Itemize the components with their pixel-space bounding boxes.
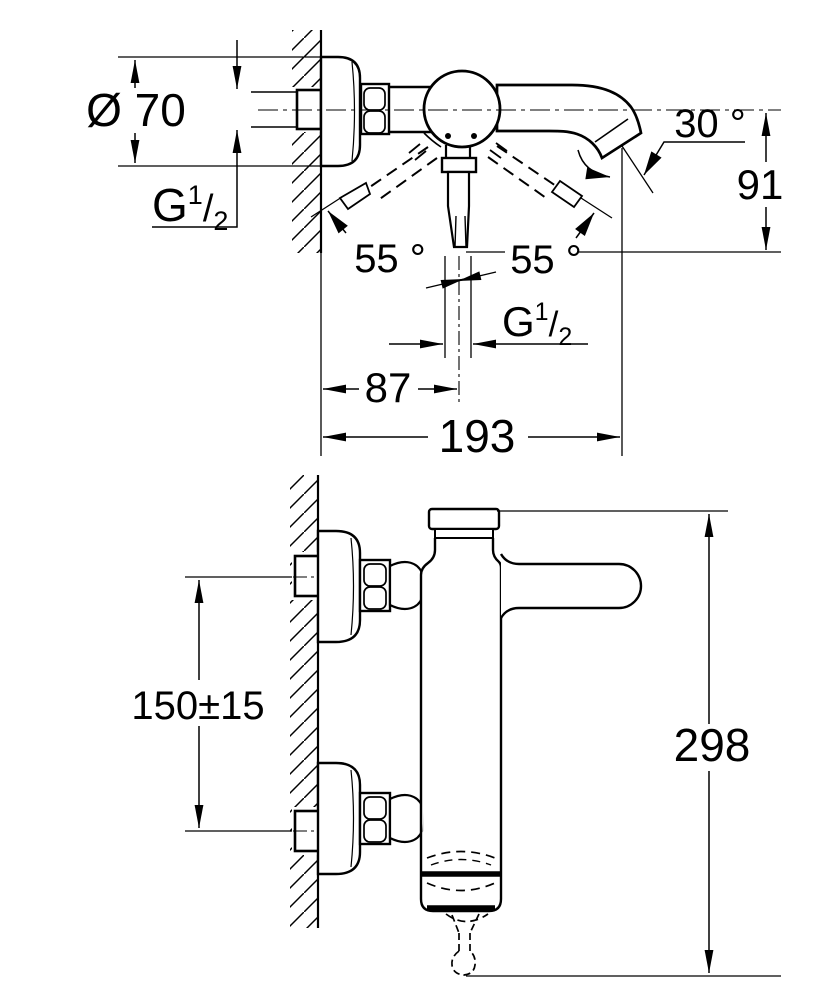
label-union-spacing: 150±15 [131, 684, 264, 728]
pivot-dot-left [445, 133, 451, 139]
label-outlet-thread: G1/2 [502, 298, 572, 351]
label-dim-193: 193 [439, 410, 516, 462]
mixer-body-horizontal [389, 85, 442, 148]
lower-union-nut [358, 791, 392, 846]
lower-wall-flange [316, 761, 362, 876]
cartridge-cap [427, 507, 501, 539]
union-nut [359, 82, 391, 136]
mixer-body-vertical [419, 538, 503, 871]
lever-handle-front [499, 553, 643, 619]
label-flange-diameter: Ø 70 [86, 84, 186, 136]
spout-angle-indicator [577, 141, 745, 194]
lower-union-cone [388, 793, 424, 844]
lever-handle [440, 145, 478, 249]
top-view: Ø 70 G1/2 30 ° 91 55 ° 55 ° G1/2 87 193 [86, 30, 783, 462]
overall-height-dimension [466, 510, 781, 977]
handle-swing-position-left [310, 143, 438, 234]
shower-outlet [419, 850, 503, 923]
label-overall-height: 298 [674, 719, 751, 771]
label-swing-right: 55 ° [510, 238, 582, 282]
cartridge-ball [422, 69, 502, 149]
label-spout-angle: 30 ° [674, 102, 746, 146]
label-wall-thread: G1/2 [152, 179, 228, 236]
label-dim-87: 87 [365, 364, 412, 411]
spout [495, 83, 643, 161]
front-view: 150±15 298 [131, 475, 781, 977]
wall-section-front-view [290, 475, 320, 928]
flange-diameter-extension-lines [118, 56, 330, 167]
handle-swing-position-right [487, 142, 613, 239]
label-height-91: 91 [737, 161, 784, 208]
pivot-dot-right [471, 133, 477, 139]
label-swing-left: 55 ° [354, 237, 426, 281]
upper-union-nut [358, 558, 392, 613]
upper-wall-flange [316, 529, 362, 644]
spout-aerator-edge [594, 118, 629, 143]
upper-union-cone [388, 560, 424, 611]
wall-thread-dimension [152, 40, 242, 228]
handle-width-arrows [425, 271, 497, 289]
outlet-nipple [451, 913, 480, 976]
wall-flange [319, 55, 362, 168]
height-91-dimension [466, 113, 781, 253]
